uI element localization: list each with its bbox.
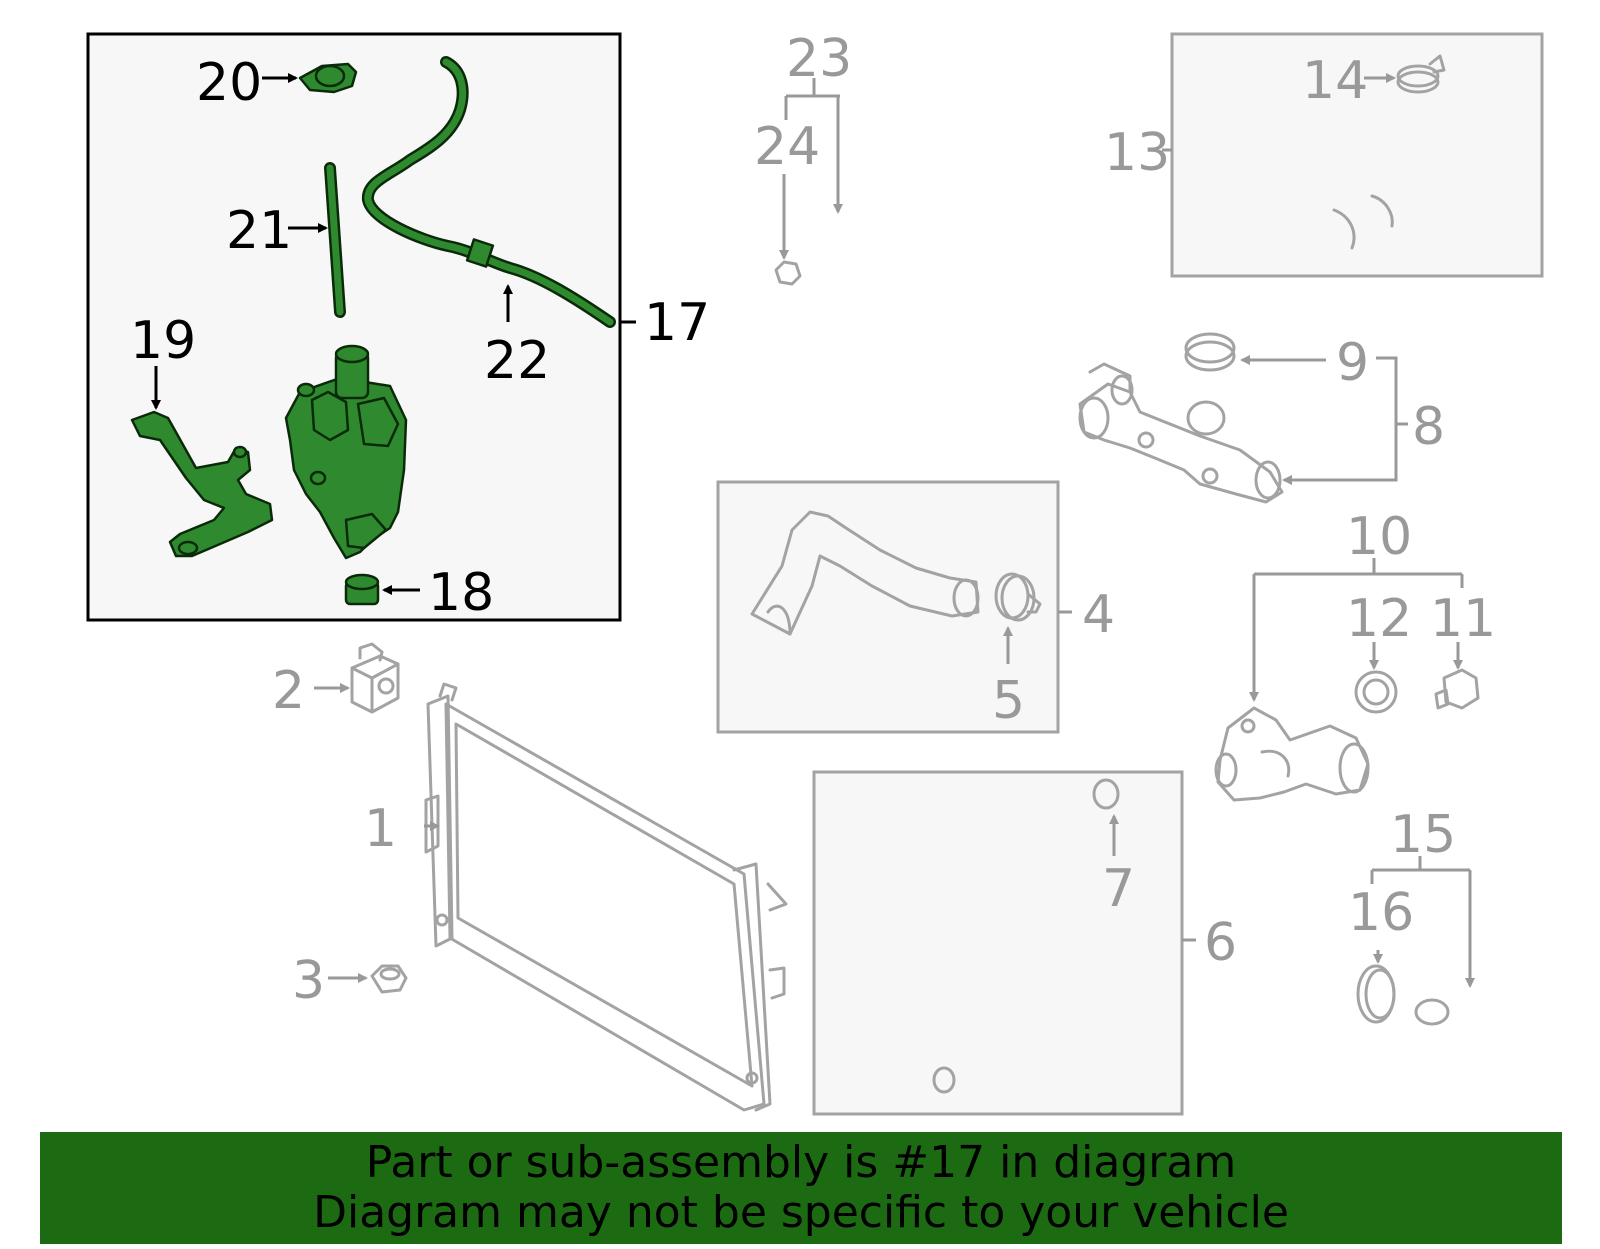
part-9-clamp[interactable]	[1184, 332, 1236, 372]
callout-18: 18	[428, 563, 494, 623]
part-16-clamp[interactable]	[1356, 964, 1396, 1024]
part-1-radiator[interactable]	[424, 682, 788, 1112]
part-19-bracket[interactable]	[130, 410, 274, 558]
part-7-o-ring[interactable]	[1092, 778, 1120, 810]
part-12-gasket[interactable]	[1354, 670, 1398, 714]
reservoir-tank[interactable]	[284, 344, 408, 560]
leader-8-bracket	[1290, 356, 1398, 482]
callout-12: 12	[1346, 589, 1412, 649]
part-5-clamp[interactable]	[994, 572, 1042, 622]
callout-9: 9	[1336, 333, 1369, 393]
callout-15: 15	[1390, 805, 1456, 865]
callout-22: 22	[484, 331, 550, 391]
callout-24: 24	[754, 117, 820, 177]
notice-banner: Part or sub-assembly is #17 in diagram D…	[40, 1132, 1562, 1244]
part-20-cap[interactable]	[298, 62, 358, 94]
callout-1: 1	[364, 799, 397, 859]
part-15-hose[interactable]	[1392, 996, 1490, 1114]
callout-17: 17	[644, 293, 710, 353]
part-3-drain-plug[interactable]	[370, 964, 408, 994]
part-4-hose[interactable]	[750, 510, 980, 636]
callout-11: 11	[1430, 589, 1496, 649]
part-18-grommet[interactable]	[344, 573, 380, 606]
notice-line-1: Part or sub-assembly is #17 in diagram	[365, 1137, 1237, 1188]
callout-8: 8	[1412, 397, 1445, 457]
callout-6: 6	[1204, 913, 1237, 973]
callout-4: 4	[1082, 585, 1115, 645]
callout-3: 3	[292, 951, 325, 1011]
part-22-hose[interactable]	[362, 56, 616, 328]
callout-20: 20	[196, 53, 262, 113]
callout-19: 19	[130, 311, 196, 371]
callout-16: 16	[1348, 883, 1414, 943]
part-23-hose[interactable]	[795, 223, 1005, 317]
callout-5: 5	[992, 671, 1025, 731]
callout-13: 13	[1104, 123, 1170, 183]
part-24-clamp[interactable]	[774, 260, 802, 286]
part-6-hose[interactable]	[843, 798, 1088, 1094]
notice-line-2: Diagram may not be specific to your vehi…	[313, 1187, 1289, 1238]
callout-10: 10	[1346, 507, 1412, 567]
part-10-thermostat-housing[interactable]	[1214, 706, 1370, 802]
callout-14: 14	[1302, 51, 1368, 111]
callout-21: 21	[226, 201, 292, 261]
callout-7: 7	[1102, 859, 1135, 919]
part-13-hose[interactable]	[1201, 119, 1421, 250]
part-8-water-outlet[interactable]	[1078, 362, 1284, 504]
part-21-hose[interactable]	[324, 162, 346, 318]
part-14-clamp[interactable]	[1396, 54, 1446, 94]
part-11-sensor[interactable]	[1434, 668, 1480, 710]
callout-2: 2	[272, 661, 305, 721]
part-2-mount[interactable]	[350, 642, 400, 714]
callout-23: 23	[786, 29, 852, 89]
